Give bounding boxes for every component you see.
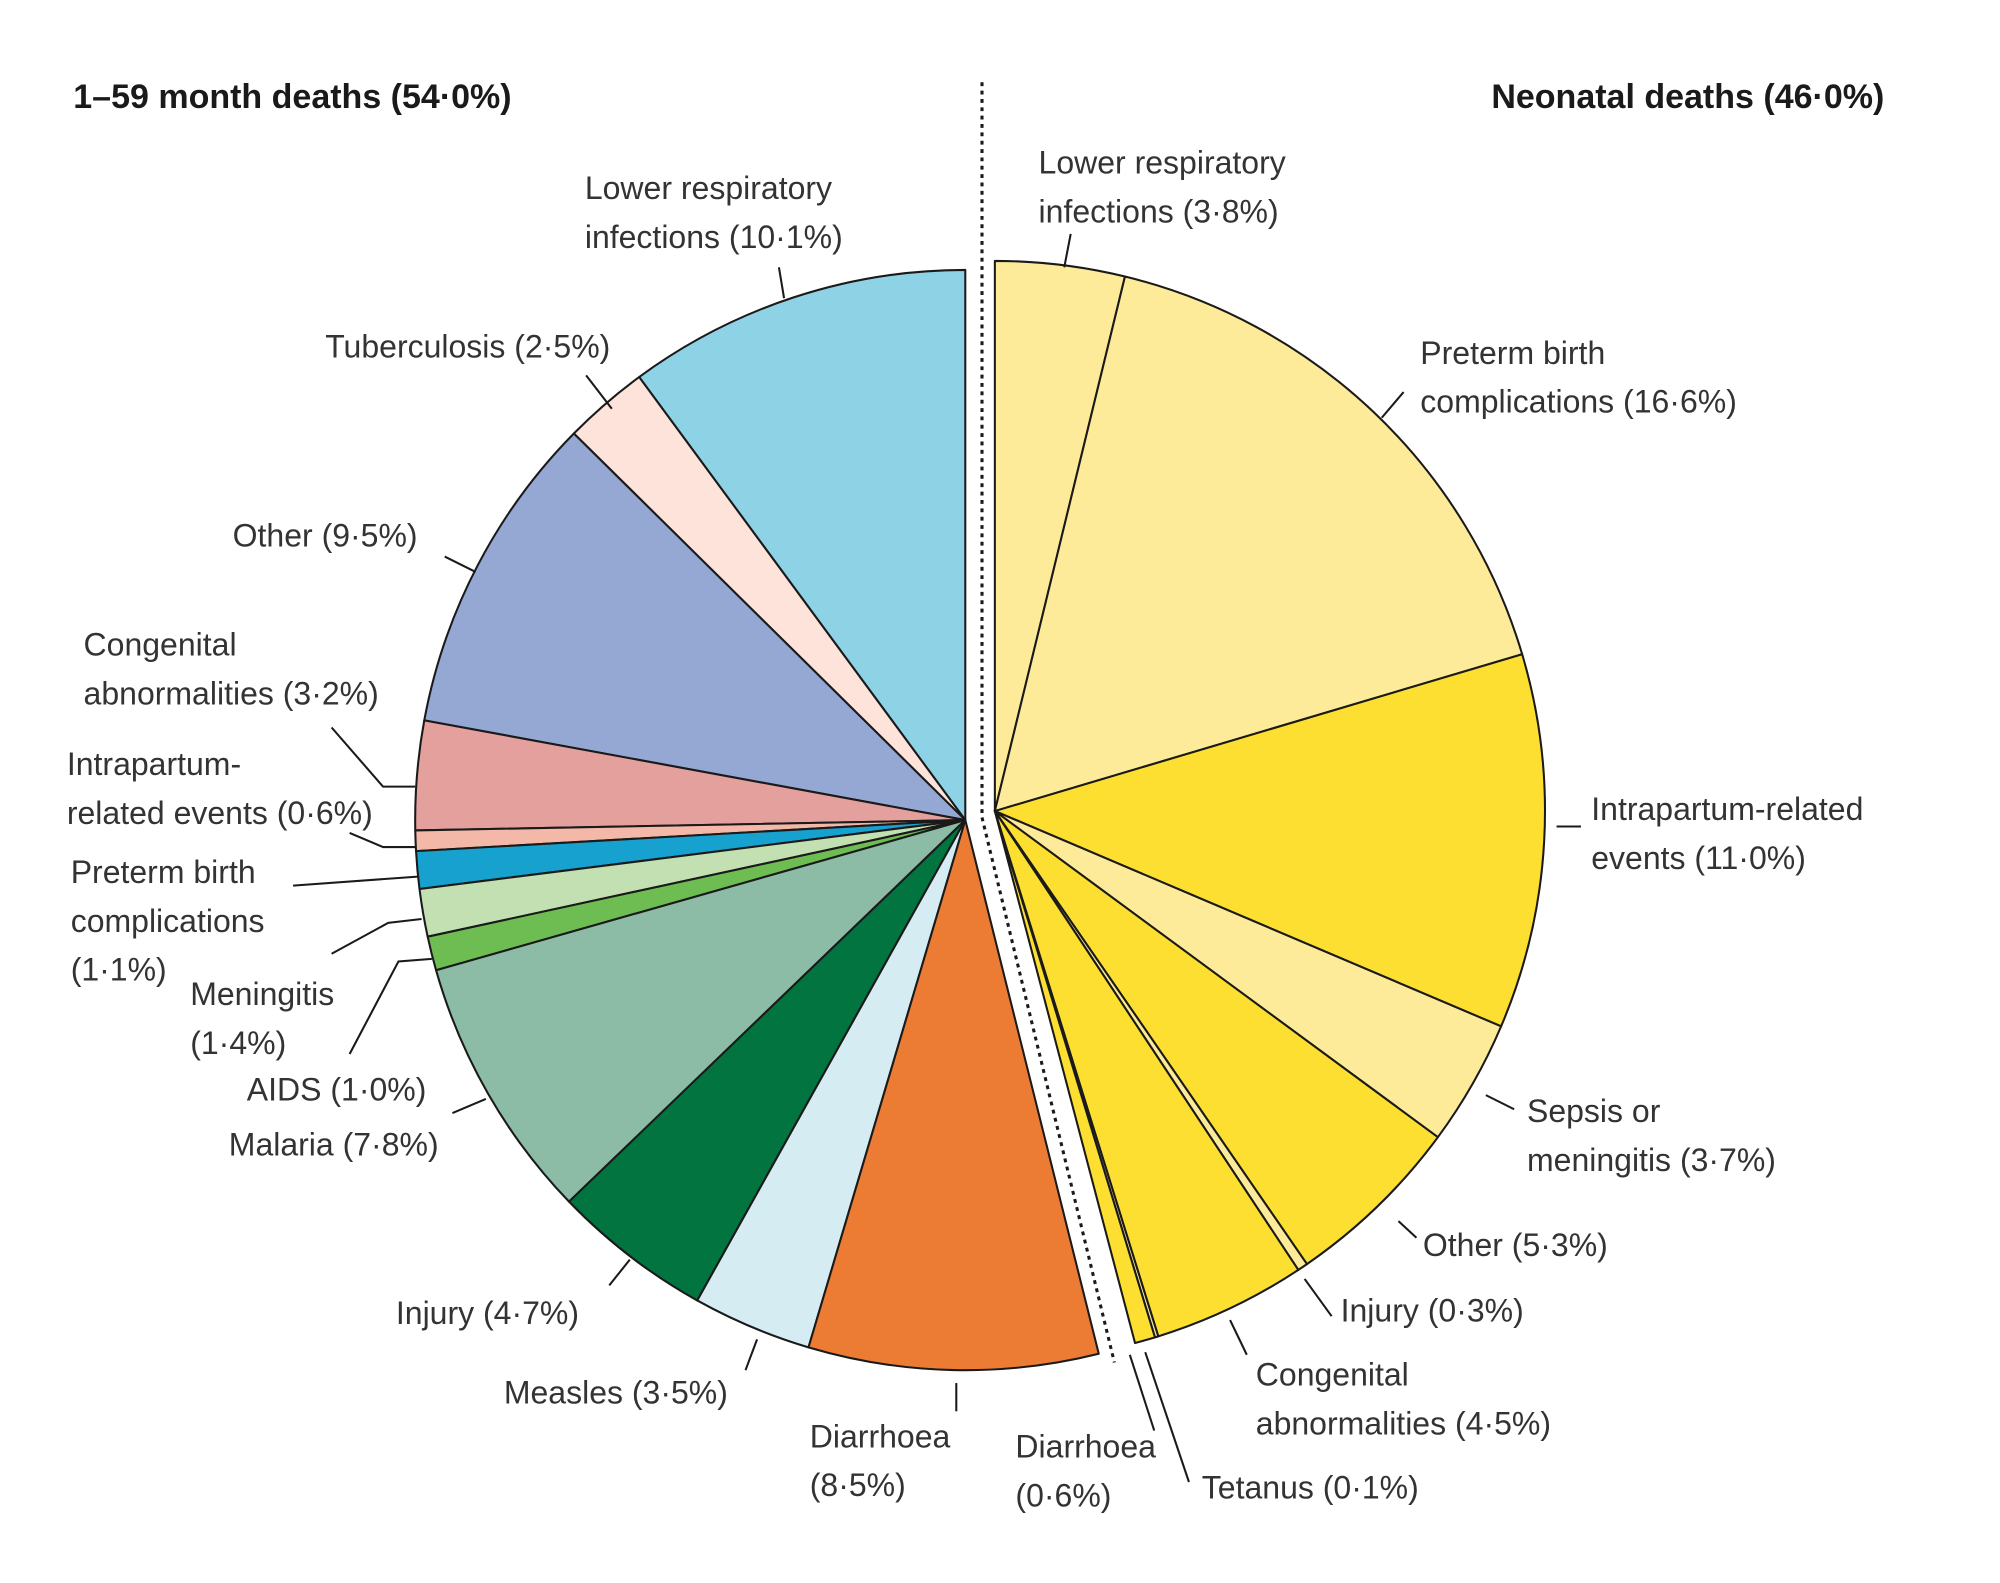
leader-line-g1-1: [1380, 391, 1405, 419]
leader-layer: [292, 233, 1581, 1483]
leader-line-g1-8: [1128, 1354, 1156, 1431]
slice-g1-8: [993, 810, 1156, 1345]
leader-line-g0-0: [777, 267, 786, 299]
group-title-neonatal: Neonatal deaths (46·0%): [1491, 78, 1884, 116]
slice-label-g0-1: Tuberculosis (2·5%): [325, 328, 610, 364]
leader-line-g0-10: [744, 1338, 759, 1371]
group-divider-dotted: [980, 82, 1116, 1363]
leader-line-g0-1: [585, 374, 613, 410]
slice-g0-2: [423, 432, 967, 822]
leader-line-g1-0: [1063, 233, 1072, 268]
group-title-1-59-month: 1–59 month deaths (54·0%): [73, 78, 511, 116]
leader-line-g1-5: [1303, 1278, 1333, 1317]
leader-line-g1-3: [1485, 1094, 1515, 1111]
slice-g1-1: [993, 275, 1524, 813]
leader-line-g0-8: [452, 1098, 487, 1115]
leader-line-g1-4: [1397, 1220, 1418, 1239]
leader-line-g0-7: [348, 957, 432, 1055]
slice-label-g1-8: Diarrhoea(0·6%): [1015, 1429, 1156, 1514]
slice-g0-0: [638, 268, 967, 822]
slice-label-g0-10: Measles (3·5%): [504, 1375, 728, 1411]
slice-label-g0-7: AIDS (1·0%): [247, 1071, 427, 1107]
slice-g1-2: [993, 653, 1546, 1028]
slice-label-g1-7: Tetanus (0·1%): [1202, 1470, 1419, 1506]
slice-g1-4: [993, 810, 1439, 1266]
leader-line-g0-5: [292, 875, 418, 887]
leader-line-g0-3: [330, 726, 416, 788]
slice-label-g0-11: Diarrhoea(8·5%): [810, 1418, 951, 1503]
slice-label-g0-8: Malaria (7·8%): [229, 1127, 439, 1163]
leader-line-g1-6: [1229, 1319, 1248, 1356]
slice-label-g1-5: Injury (0·3%): [1341, 1292, 1524, 1328]
slice-label-g0-2: Other (9·5%): [233, 517, 418, 553]
leader-line-g0-2: [444, 555, 477, 573]
leader-line-g0-9: [608, 1258, 631, 1286]
slices-layer: [414, 259, 1546, 1372]
slice-label-g1-4: Other (5·3%): [1423, 1227, 1608, 1263]
slice-label-g0-9: Injury (4·7%): [396, 1295, 579, 1331]
leader-line-g0-4: [349, 831, 416, 849]
slice-g0-8: [435, 819, 967, 1203]
slice-g0-9: [568, 819, 967, 1302]
slice-label-g0-6: Meningitis(1·4%): [190, 976, 334, 1061]
slice-label-g0-4: Intrapartum-related events (0·6%): [67, 746, 373, 831]
leader-line-g0-6: [331, 917, 422, 955]
divider-layer: [980, 82, 1116, 1363]
slice-g0-11: [807, 819, 1100, 1372]
leader-line-g1-7: [1144, 1351, 1190, 1483]
